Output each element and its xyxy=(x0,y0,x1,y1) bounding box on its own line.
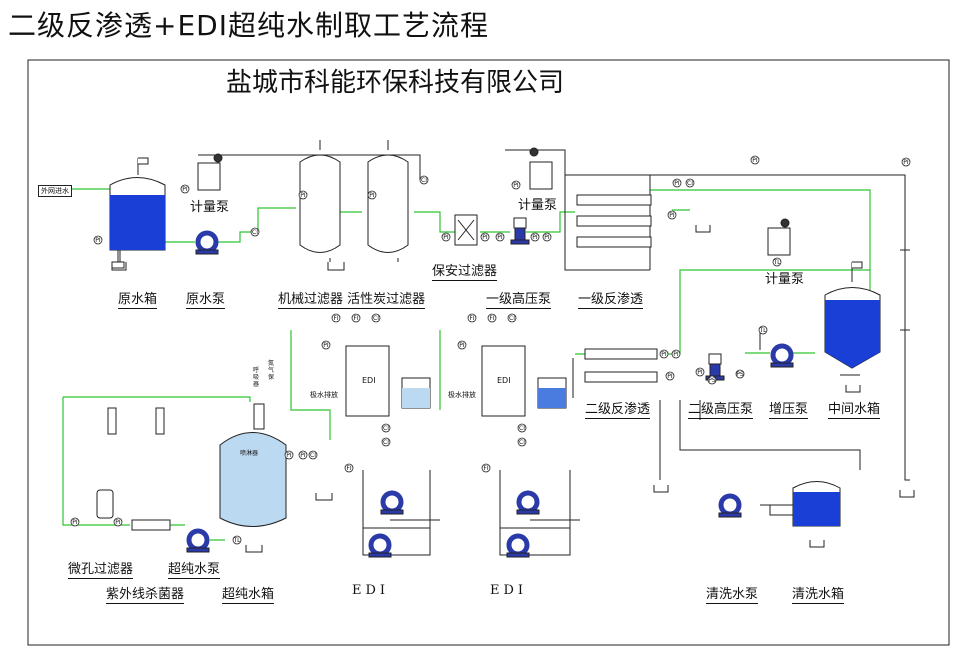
spray-label: 喷淋器 xyxy=(240,450,259,457)
edi-box-label-2: EDI xyxy=(497,376,511,385)
instrument-tag: FI xyxy=(483,465,488,472)
instrument-tag: PI xyxy=(497,234,503,241)
diagram-frame xyxy=(27,59,950,646)
instrument-tag: PI xyxy=(513,182,519,189)
instrument-bubbles: PI PI CI PI PI CI PI PI PI PI PI PI PI CI PI PI PI TL FI FI… xyxy=(70,155,911,545)
instrument-tag: TL xyxy=(758,327,767,334)
instrument-tag: CI xyxy=(509,315,515,322)
label-dosing-pump-3: 计量泵 xyxy=(765,272,805,287)
label-middle-tank: 中间水箱 xyxy=(828,398,881,419)
label-clean-pump: 清洗水泵 xyxy=(706,583,759,604)
label-hp-pump-2: 二级高压泵 xyxy=(688,398,754,419)
label-booster-pump: 增压泵 xyxy=(769,398,809,419)
instrument-tag: PI xyxy=(544,234,550,241)
instrument-tag: PI xyxy=(72,519,78,526)
drain-label-2: 极水排放 xyxy=(448,391,476,399)
label-ultrapure-tank: 超纯水箱 xyxy=(222,583,275,604)
inlet-label: 外网进水 xyxy=(38,185,72,197)
filter-columns xyxy=(299,154,478,253)
label-clean-tank: 清洗水箱 xyxy=(792,583,845,604)
label-raw-pump: 原水泵 xyxy=(186,288,226,309)
instrument-tag: PI xyxy=(95,237,101,244)
label-edi-2: EDI xyxy=(490,583,528,598)
ro-membranes xyxy=(576,194,658,383)
ultrapure-tank xyxy=(219,403,287,527)
instrument-tag: PI xyxy=(669,212,675,219)
middle-water-tank xyxy=(824,261,881,369)
label-dosing-pump-1: 计量泵 xyxy=(190,200,230,215)
instrument-tag: CI xyxy=(252,229,258,236)
label-ro-1: 一级反渗透 xyxy=(578,288,644,309)
instrument-tag: PI xyxy=(300,192,306,199)
label-edi-1: EDI xyxy=(352,583,390,598)
instrument-tag: TL xyxy=(232,537,241,544)
instrument-tag: PI xyxy=(300,452,306,459)
instrument-tag: PI xyxy=(459,342,465,349)
green-pipes xyxy=(62,188,871,541)
label-security-filter: 保安过滤器 xyxy=(432,260,498,281)
instrument-tag: CI xyxy=(421,177,427,184)
edi-box-label-1: EDI xyxy=(362,376,376,385)
instrument-tag: CI xyxy=(373,315,379,322)
label-dosing-pump-2: 计量泵 xyxy=(518,198,558,213)
instrument-tag: PS xyxy=(736,371,744,378)
edi-modules xyxy=(345,345,567,417)
instrument-tag: FI xyxy=(489,315,494,322)
label-micro-filter: 微孔过滤器 xyxy=(68,558,134,579)
instrument-tag: PI xyxy=(532,234,538,241)
breather-label: 呼吸器 xyxy=(253,367,260,388)
raw-water-tank xyxy=(109,157,166,269)
instrument-tag: CI xyxy=(383,439,389,446)
instrument-tag: PI xyxy=(752,157,758,164)
instrument-tag: PI xyxy=(673,351,679,358)
cleaning-water-tank xyxy=(792,481,841,527)
instrument-tag: PI xyxy=(182,186,188,193)
label-raw-tank: 原水箱 xyxy=(118,288,158,309)
instrument-tag: PI xyxy=(697,369,703,376)
page-title: 二级反渗透+EDI超纯水制取工艺流程 xyxy=(8,9,489,42)
label-hp-pump-1: 一级高压泵 xyxy=(486,288,552,309)
instrument-tag: PI xyxy=(903,159,909,166)
drain-beakers xyxy=(111,225,915,553)
instrument-tag: CI xyxy=(383,425,389,432)
company-name: 盐城市科能环保科技有限公司 xyxy=(226,68,565,98)
label-mech-carbon-filter: 机械过滤器 活性炭过滤器 xyxy=(278,288,426,309)
instrument-tag: CI xyxy=(519,439,525,446)
label-uv-sterilizer: 紫外线杀菌器 xyxy=(106,583,185,604)
instrument-tag: PI xyxy=(674,180,680,187)
instrument-tag: PI xyxy=(443,234,449,241)
label-ro-2: 二级反渗透 xyxy=(585,398,651,419)
instrument-tag: CI xyxy=(310,452,316,459)
instrument-tag: PI xyxy=(286,452,292,459)
instrument-tag: PI xyxy=(369,192,375,199)
instrument-tag: FI xyxy=(346,465,351,472)
instrument-tag: PI xyxy=(323,342,329,349)
instrument-tag: PI xyxy=(482,234,488,241)
drain-label-1: 极水排放 xyxy=(310,391,338,399)
instrument-tag: PS xyxy=(708,377,716,384)
instrument-tag: FI xyxy=(469,315,474,322)
instrument-tag: PI xyxy=(661,351,667,358)
instrument-tag: CI xyxy=(687,180,693,187)
instrument-tag: PI xyxy=(115,519,121,526)
instrument-tag: FI xyxy=(353,315,358,322)
instrument-tag: FI xyxy=(333,315,338,322)
instrument-tag: PI xyxy=(667,373,673,380)
black-pipes xyxy=(119,140,910,556)
nitrogen-label: 氮气保 xyxy=(268,360,275,381)
label-ultrapure-pump: 超纯水泵 xyxy=(168,558,221,579)
micro-filter-uv xyxy=(96,407,171,531)
dosing-tanks xyxy=(197,147,791,256)
instrument-tag: TL xyxy=(772,259,781,266)
instrument-tag: CI xyxy=(519,425,525,432)
